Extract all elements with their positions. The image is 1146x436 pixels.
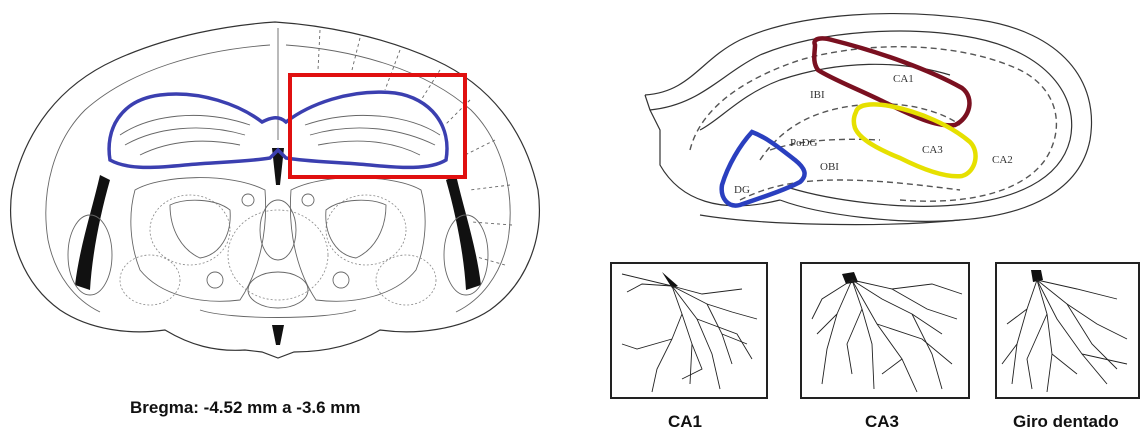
dendrites bbox=[1002, 280, 1127, 392]
ca1-outline bbox=[814, 38, 969, 125]
neuron-panel-ca3 bbox=[800, 262, 970, 399]
neuron-panel-ca1 bbox=[610, 262, 768, 399]
label-ibi: IBI bbox=[810, 89, 825, 101]
neuron-drawing-dg bbox=[997, 264, 1138, 397]
label-podg: PoDG bbox=[790, 137, 818, 149]
neuron-drawing-ca1 bbox=[612, 264, 766, 397]
label-ca2: CA2 bbox=[992, 154, 1013, 166]
hippocampus-dashed-layers bbox=[690, 47, 1056, 201]
aqueduct bbox=[272, 325, 284, 345]
panel-label-ca3: CA3 bbox=[865, 412, 899, 432]
dendrites bbox=[622, 274, 757, 392]
dendrites bbox=[812, 280, 962, 392]
neuron-drawing-ca3 bbox=[802, 264, 968, 397]
label-obi: OBI bbox=[820, 161, 839, 173]
neuron-panel-dg bbox=[995, 262, 1140, 399]
bregma-caption: Bregma: -4.52 mm a -3.6 mm bbox=[130, 398, 361, 418]
panel-label-ca1: CA1 bbox=[668, 412, 702, 432]
label-ca3: CA3 bbox=[922, 144, 943, 156]
panel-label-dg: Giro dentado bbox=[1013, 412, 1119, 432]
label-ca1: CA1 bbox=[893, 73, 914, 85]
hippocampus-schematic-outline bbox=[645, 14, 1092, 225]
label-dg: DG bbox=[734, 184, 750, 196]
hippocampus-diagram: CA1 CA3 CA2 DG PoDG IBI OBI bbox=[0, 0, 1146, 250]
